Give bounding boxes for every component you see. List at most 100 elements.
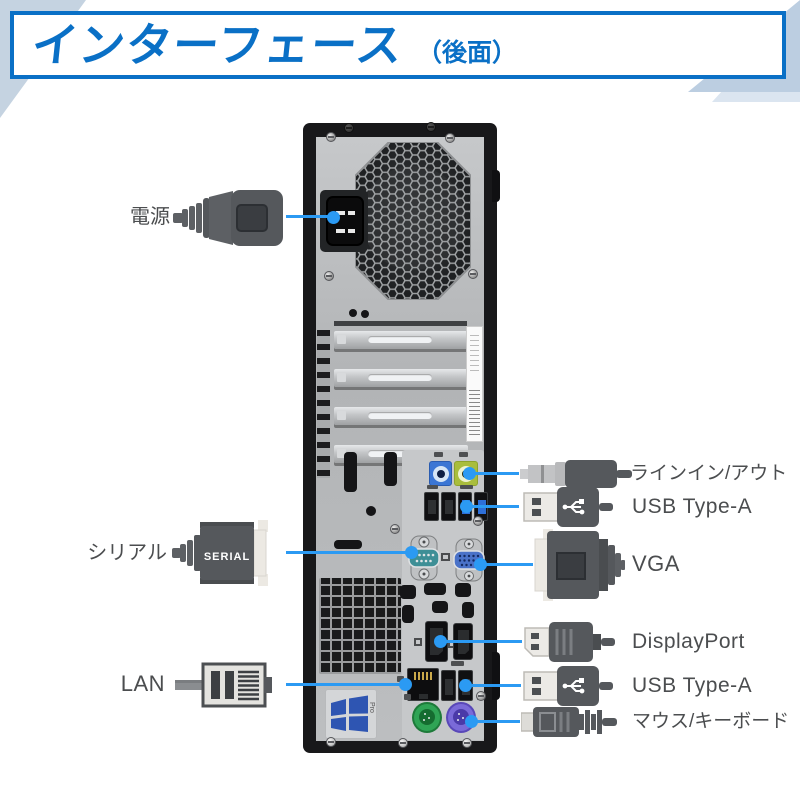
usb-plug-icon: [523, 487, 613, 527]
callout-line-displayport: [441, 640, 522, 643]
callout-line-line-in-out: [470, 472, 519, 475]
chassis-cutout: [344, 452, 357, 492]
displayport-glyph: [414, 638, 422, 646]
windows-sticker: Pro: [326, 690, 376, 738]
page-title: インターフェース: [29, 19, 406, 71]
windows-logo-icon: [331, 695, 368, 732]
usb-bottom-label: USB Type-A: [632, 674, 753, 697]
line-in-out-label: ラインイン/アウト: [630, 463, 788, 484]
callout-dot-power: [327, 211, 340, 224]
jack-hole: [437, 470, 445, 478]
usb-port: [441, 670, 456, 701]
chassis-cutout: [384, 452, 397, 486]
callout-line-lan: [286, 683, 406, 686]
callout-line-vga: [481, 563, 533, 566]
mouse-keyboard-label: マウス/キーボード: [632, 711, 790, 732]
screw: [344, 123, 354, 133]
header-banner: インターフェース （後面）: [10, 11, 786, 79]
screw: [445, 133, 455, 143]
slot-vent: [368, 412, 432, 419]
lan-pins: [414, 672, 433, 680]
usb-tongue: [445, 500, 453, 514]
ps2-pin: [423, 719, 425, 721]
chassis-cutout: [334, 540, 362, 549]
callout-dot-vga: [474, 558, 487, 571]
ps2-plug-icon: [521, 707, 617, 737]
callout-dot-mouse-keyboard: [465, 715, 478, 728]
screw: [324, 271, 334, 281]
power-pin: [336, 229, 345, 233]
lan-label: LAN: [120, 671, 165, 696]
ps2-pin: [424, 713, 426, 715]
line-in-glyph: [434, 452, 443, 457]
monitor-glyph: [441, 553, 450, 561]
jack-ring: [433, 466, 449, 482]
callout-line-usb-top: [467, 505, 519, 508]
callout-line-serial: [286, 551, 412, 554]
serial-port: [408, 535, 440, 581]
ps2-pin: [462, 717, 464, 719]
power-plug-icon: [173, 190, 283, 246]
slot-tab: [337, 411, 346, 420]
callout-line-usb-bottom: [466, 684, 521, 687]
chassis-cutout: [462, 602, 474, 618]
ps2-pin: [457, 719, 459, 721]
line-out-glyph: [459, 452, 468, 457]
chassis-cutout: [400, 585, 416, 599]
usb-tongue: [445, 679, 453, 695]
chassis-cutout: [402, 605, 414, 623]
callout-dot-lan: [399, 678, 412, 691]
callout-dot-line-in-out: [463, 467, 476, 480]
slot-tab: [337, 373, 346, 382]
lan-plug-icon: [175, 662, 272, 708]
ps2-pin: [458, 713, 460, 715]
usb-port: [441, 492, 456, 521]
screw: [426, 122, 436, 132]
vent-grid: [319, 578, 401, 674]
audio-plug-icon: [520, 460, 632, 488]
vga-plug-icon: [534, 529, 625, 601]
screw: [468, 269, 478, 279]
serial-plug-icon: SERIAL: [172, 520, 268, 586]
vent-hole: [361, 310, 369, 318]
service-label-sticker: [466, 326, 483, 442]
callout-dot-usb-top: [460, 500, 473, 513]
usb2-glyph: [427, 485, 438, 489]
slot-tab: [337, 449, 346, 458]
vga-label: VGA: [632, 551, 680, 576]
lan-tab: [419, 694, 428, 699]
screw: [390, 524, 400, 534]
usb-glyph: [451, 661, 464, 666]
usb3-glyph: [460, 485, 473, 489]
screw: [476, 691, 486, 701]
usb-plug-icon: [523, 666, 613, 706]
label-barcode: [469, 389, 480, 435]
usb-tongue: [428, 500, 436, 514]
chassis-cutout: [424, 583, 446, 595]
power-label: 電源: [130, 206, 170, 228]
screw: [473, 516, 483, 526]
displayport-label: DisplayPort: [632, 630, 745, 653]
chassis-cutout: [455, 583, 471, 597]
power-pin: [348, 211, 355, 215]
audio-jack-line-in: [429, 461, 452, 486]
chassis-side-tab: [492, 652, 500, 700]
power-pin: [336, 211, 345, 215]
callout-dot-displayport: [434, 635, 447, 648]
slot-vent: [368, 450, 432, 457]
ps2-pin: [428, 717, 430, 719]
mouse-glyph: [404, 694, 411, 700]
screw: [326, 132, 336, 142]
label-text-lines: [470, 331, 479, 371]
expansion-slot-cover: [334, 369, 468, 387]
serial-label: シリアル: [87, 542, 167, 564]
windows-sticker-text: Pro: [368, 702, 375, 713]
slot-vent: [368, 336, 432, 343]
slot-tab: [337, 335, 346, 344]
screw: [462, 738, 472, 748]
expansion-slot-rail: [317, 330, 330, 478]
callout-line-mouse-keyboard: [472, 720, 520, 723]
displayport-plug-icon: [524, 622, 615, 662]
expansion-slot-cover: [334, 331, 468, 349]
